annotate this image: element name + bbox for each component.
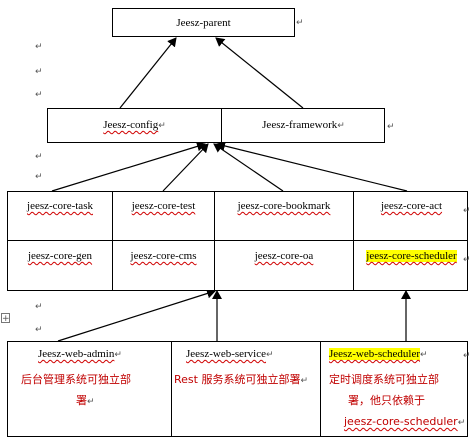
core-bookmark-label: jeesz-core-bookmark [237,200,331,212]
web-modules-table: Jeesz-web-admin↵ 后台管理系统可独立部 署↵ Jeesz-web… [7,341,468,437]
core-scheduler-label: jeesz-core-scheduler [366,250,457,262]
arrow-test-to-config [162,143,209,192]
web-service-label: Jeesz-web-service [186,348,267,360]
core-test-label: jeesz-core-test [131,200,196,212]
paragraph-mark: ↵ [35,42,43,52]
web-service-desc: Rest 服务系统可独立部署 [174,373,301,386]
arrow-framework-to-parent [215,37,304,109]
paragraph-mark: ↵ [35,90,43,100]
core-cms-label: jeesz-core-cms [130,250,197,262]
row-end-mark: ↵ [463,255,471,265]
core-modules-table: jeesz-core-task jeesz-core-test jeesz-co… [7,191,468,291]
core-oa-label: jeesz-core-oa [254,250,314,262]
web-admin-desc-line1: 后台管理系统可独立部 [21,373,131,386]
paragraph-mark: ↵ [35,67,43,77]
arrow-act-to-config [216,141,408,192]
config-label: Jeesz-config [103,119,159,131]
web-scheduler-desc-line1: 定时调度系统可独立部 [329,373,439,386]
core-gen-label: jeesz-core-gen [27,250,93,262]
parent-box: Jeesz-parent [112,8,295,37]
row-end-mark: ↵ [463,206,471,216]
table-anchor-icon: + [1,313,10,324]
arrow-task-to-config [51,141,206,192]
arrow-config-to-parent [119,37,177,109]
web-scheduler-desc-line2: 署，他只依赖于 [348,394,425,407]
row-end-mark: ↵ [387,122,395,132]
parent-label: Jeesz-parent [176,17,231,29]
framework-label: Jeesz-framework [262,119,338,131]
paragraph-mark: ↵ [35,172,43,182]
arrow-admin-to-core [57,288,216,342]
web-scheduler-label: Jeesz-web-scheduler [329,348,421,360]
row-end-mark: ↵ [296,18,304,28]
row-end-mark: ↵ [463,351,471,361]
web-admin-desc-line2: 署 [76,394,87,407]
core-act-label: jeesz-core-act [380,200,443,212]
arrow-bookmark-to-config [213,143,284,192]
paragraph-mark: ↵ [35,325,43,335]
config-framework-table: Jeesz-config↵ Jeesz-framework↵ [47,108,385,143]
core-task-label: jeesz-core-task [27,200,93,212]
paragraph-mark: ↵ [35,302,43,312]
web-scheduler-desc-line3: jeesz-core-scheduler [344,415,458,428]
web-admin-label: Jeesz-web-admin [38,348,115,360]
paragraph-mark: ↵ [35,152,43,162]
